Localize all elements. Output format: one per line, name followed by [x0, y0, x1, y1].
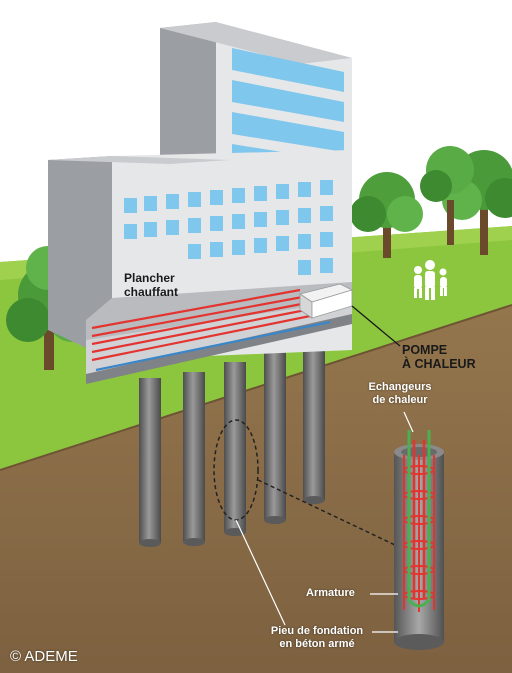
tree-right-3	[420, 146, 474, 245]
label-heated-floor-line1: Plancher	[124, 271, 175, 285]
family-silhouettes	[414, 260, 447, 300]
label-reinforcement: Armature	[306, 587, 355, 600]
label-heat-pump-line2: À CHALEUR	[402, 357, 476, 372]
underfloor-heating-pipes	[91, 288, 331, 372]
heat-pump-unit	[299, 283, 354, 319]
building-windows	[124, 180, 333, 275]
reinforcement-cage	[403, 455, 435, 612]
label-foundation-pile-line1: Pieu de fondation	[270, 625, 364, 637]
copyright-text: © ADEME	[10, 648, 78, 665]
copyright-notice: © ADEME	[10, 648, 78, 665]
foundation-piles	[139, 338, 325, 547]
pile-cutaway	[394, 430, 444, 650]
label-reinforcement-text: Armature	[306, 587, 355, 599]
tree-right-1	[350, 172, 423, 258]
label-heat-pump: POMPE À CHALEUR	[402, 343, 476, 372]
label-heat-exchangers-line2: de chaleur	[372, 393, 428, 406]
heat-exchanger-tubes	[407, 430, 431, 608]
label-heat-exchangers: Echangeurs de chaleur	[345, 381, 455, 406]
label-heated-floor-line2: chauffant	[124, 284, 178, 299]
label-heat-pump-line1: POMPE	[402, 343, 448, 357]
label-heated-floor: Plancher chauffant	[124, 271, 178, 300]
label-foundation-pile-line2: en béton armé	[279, 637, 355, 650]
label-foundation-pile: Pieu de fondation en béton armé	[262, 625, 372, 650]
soil-cross-section	[0, 305, 512, 673]
label-heat-exchangers-line1: Echangeurs	[368, 381, 432, 393]
